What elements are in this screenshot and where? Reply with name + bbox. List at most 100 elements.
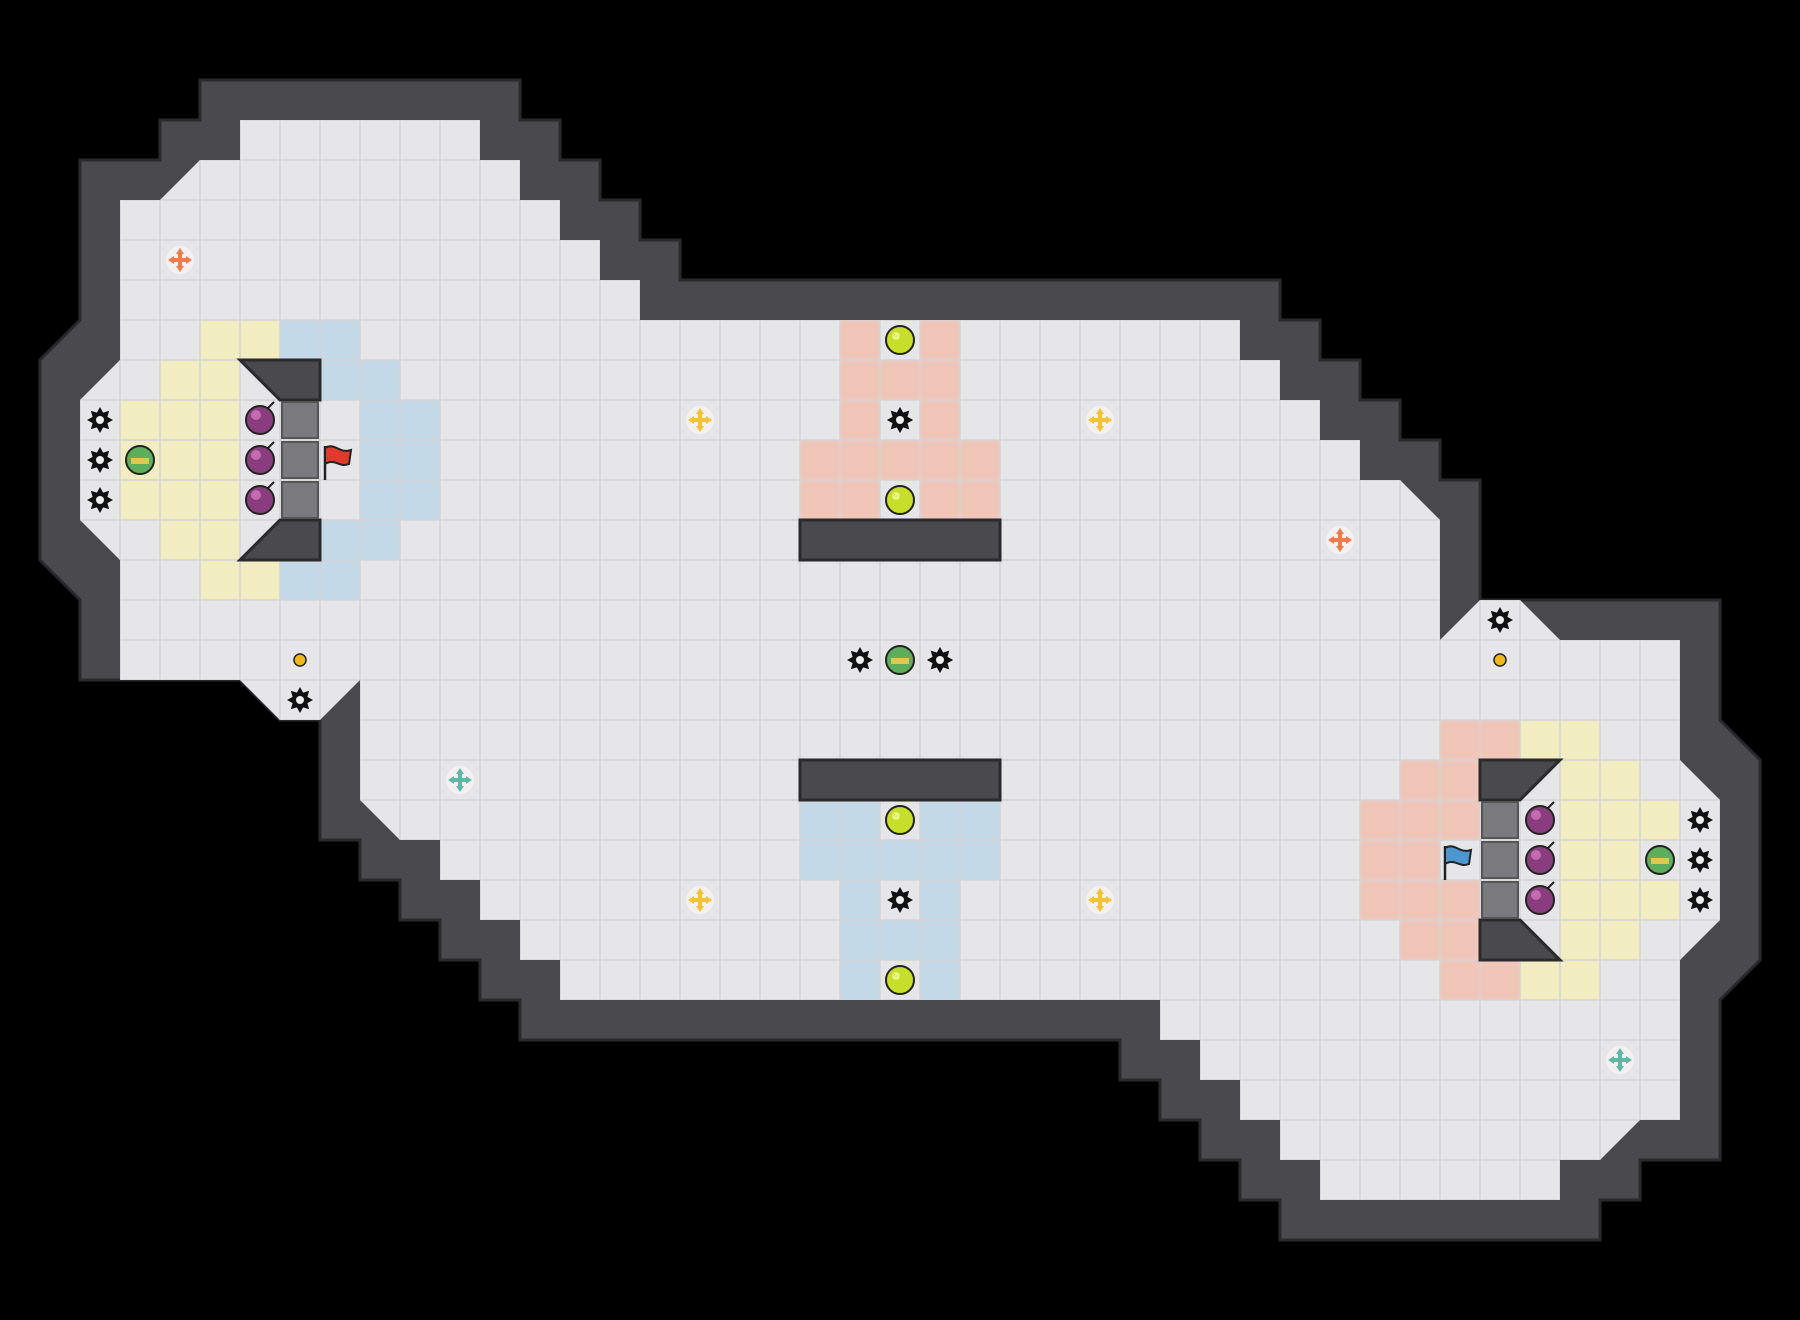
red-zone-right-tile [1400, 840, 1440, 880]
neutral-zone-left-tile [160, 480, 200, 520]
neutral-zone-right-tile [1560, 840, 1600, 880]
bomb-icon [245, 441, 275, 475]
neutral-zone-right-tile [1520, 720, 1560, 760]
red-zone-center-tile [960, 480, 1000, 520]
red-zone-center-tile [920, 400, 960, 440]
rolling-bomb-icon [125, 445, 155, 475]
red-zone-right-tile [1440, 960, 1480, 1000]
blue-zone-center-tile [880, 840, 920, 880]
blue-zone-center-tile [920, 920, 960, 960]
red-zone-right-tile [1440, 920, 1480, 960]
blue-zone-center-tile [800, 800, 840, 840]
red-zone-center-tile [880, 440, 920, 480]
neutral-zone-left-tile [160, 440, 200, 480]
bomb-icon [245, 481, 275, 515]
gate-tile [1481, 841, 1519, 879]
blue-zone-left-tile [320, 360, 360, 400]
spike-icon [87, 487, 113, 513]
powerup-icon [885, 325, 915, 355]
blue-zone-center-tile [840, 960, 880, 1000]
red-zone-right-tile [1400, 800, 1440, 840]
neutral-zone-left-tile [120, 480, 160, 520]
wall-wedge-right-top [1478, 758, 1564, 802]
neutral-zone-left-tile [200, 560, 240, 600]
neutral-zone-left-tile [200, 320, 240, 360]
neutral-zone-right-tile [1600, 800, 1640, 840]
neutral-zone-left-tile [240, 320, 280, 360]
blue-zone-center-tile [920, 840, 960, 880]
rolling-bomb-icon [1645, 845, 1675, 875]
spike-icon [1687, 847, 1713, 873]
neutral-zone-left-tile [120, 400, 160, 440]
gate-tile [281, 441, 319, 479]
red-zone-right [1360, 720, 1520, 1000]
boost-icon [1086, 886, 1114, 914]
blue-zone-left-tile [320, 320, 360, 360]
boost-icon [446, 766, 474, 794]
red-zone-right-tile [1440, 720, 1480, 760]
red-zone-center-tile [880, 360, 920, 400]
gate-tile [281, 481, 319, 519]
gate-tile [281, 401, 319, 439]
neutral-zone-left-tile [240, 560, 280, 600]
red-zone-center-tile [920, 440, 960, 480]
flag-icon [1443, 845, 1473, 880]
blue-zone-center-tile [960, 840, 1000, 880]
blue-zone-left-tile [400, 400, 440, 440]
blue-zone-left-tile [360, 480, 400, 520]
neutral-zone-left [120, 320, 280, 600]
bomb-icon [1525, 841, 1555, 875]
red-zone-center [800, 320, 1000, 520]
spike-icon [1487, 607, 1513, 633]
neutral-zone-right [1520, 720, 1680, 1000]
flag-icon [323, 445, 353, 480]
red-zone-center-tile [920, 360, 960, 400]
neutral-zone-left-tile [200, 400, 240, 440]
wall-block-bottom [798, 758, 1002, 802]
red-zone-right-tile [1440, 800, 1480, 840]
boost-icon [686, 886, 714, 914]
powerup-icon [885, 965, 915, 995]
blue-zone-left-tile [360, 520, 400, 560]
red-zone-center-tile [840, 360, 880, 400]
boost-icon [1326, 526, 1354, 554]
neutral-zone-left-tile [200, 360, 240, 400]
small-token-icon [293, 653, 307, 667]
red-zone-center-tile [920, 480, 960, 520]
neutral-zone-right-tile [1560, 880, 1600, 920]
blue-zone-center-tile [800, 840, 840, 880]
neutral-zone-right-tile [1600, 920, 1640, 960]
red-zone-right-tile [1400, 880, 1440, 920]
wall-block-top [798, 518, 1002, 562]
spike-icon [887, 407, 913, 433]
small-token-icon [1493, 653, 1507, 667]
blue-zone-left-tile [400, 440, 440, 480]
bomb-icon [1525, 801, 1555, 835]
blue-zone-left-tile [360, 440, 400, 480]
red-zone-right-tile [1360, 840, 1400, 880]
red-zone-center-tile [920, 320, 960, 360]
neutral-zone-right-tile [1640, 880, 1680, 920]
spike-icon [1687, 887, 1713, 913]
neutral-zone-right-tile [1520, 960, 1560, 1000]
wall-wedge-left-bottom [236, 518, 322, 562]
red-zone-right-tile [1360, 880, 1400, 920]
boost-icon [166, 246, 194, 274]
blue-zone-center-tile [840, 920, 880, 960]
neutral-zone-left-tile [200, 520, 240, 560]
red-zone-right-tile [1480, 720, 1520, 760]
blue-zone-center-tile [960, 800, 1000, 840]
red-zone-center-tile [840, 320, 880, 360]
blue-zone-center-tile [920, 880, 960, 920]
blue-zone-left-tile [400, 480, 440, 520]
blue-zone-center-tile [840, 880, 880, 920]
blue-zone-center-tile [840, 800, 880, 840]
red-zone-center-tile [840, 480, 880, 520]
blue-zone-left [280, 320, 440, 600]
blue-zone-left-tile [280, 560, 320, 600]
wall-wedge-left-top [236, 358, 322, 402]
red-zone-center-tile [800, 440, 840, 480]
neutral-zone-left-tile [200, 480, 240, 520]
neutral-zone-right-tile [1640, 800, 1680, 840]
red-zone-right-tile [1440, 760, 1480, 800]
